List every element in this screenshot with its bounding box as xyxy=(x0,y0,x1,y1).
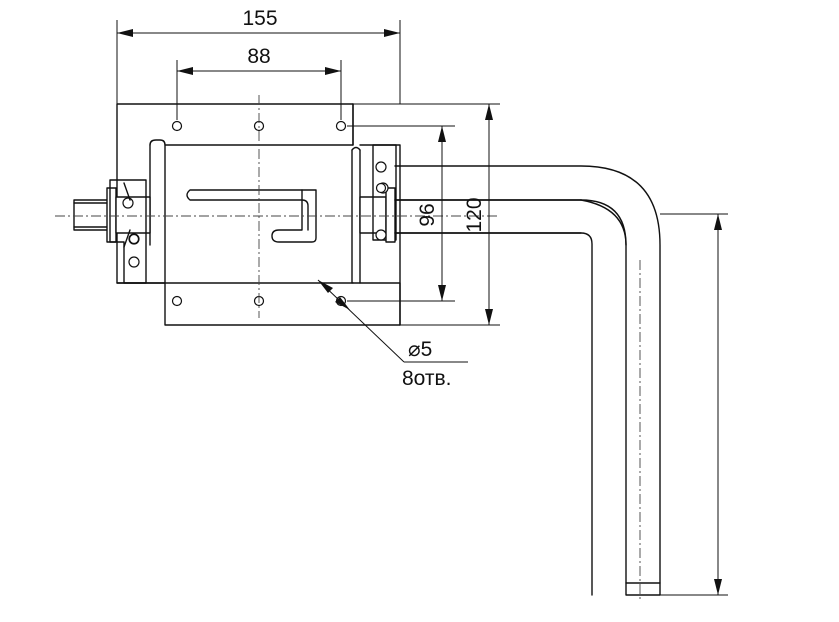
base-plate xyxy=(116,103,401,326)
mounting-hole xyxy=(171,295,183,307)
left-bolt-end xyxy=(73,179,151,284)
center-lines xyxy=(55,95,641,600)
mounting-hole xyxy=(375,182,387,194)
hole-diameter-label: ⌀5 xyxy=(408,338,432,361)
handle-rod xyxy=(394,165,661,596)
mounting-holes xyxy=(128,120,387,307)
dimension-overall-width: 155 xyxy=(116,7,401,104)
dimension-label-88: 88 xyxy=(247,45,270,68)
mounting-hole xyxy=(335,120,347,132)
hole-count-label: 8отв. xyxy=(402,367,452,390)
dimension-inner-height: 96 xyxy=(347,125,455,302)
dimension-label-155: 155 xyxy=(242,7,277,30)
hole-note: ⌀5 8отв. xyxy=(317,279,468,390)
dimension-handle-length xyxy=(660,213,728,596)
right-bolt-guide xyxy=(359,144,397,243)
mounting-hole xyxy=(171,120,183,132)
dimension-label-120: 120 xyxy=(463,197,486,232)
mounting-hole xyxy=(128,233,140,245)
dimension-hole-spacing: 88 xyxy=(176,45,342,120)
bolt-slot xyxy=(186,189,317,243)
dimension-label-96: 96 xyxy=(416,203,439,226)
dimension-overall-height: 120 xyxy=(353,103,500,326)
guide-rail xyxy=(149,139,361,284)
